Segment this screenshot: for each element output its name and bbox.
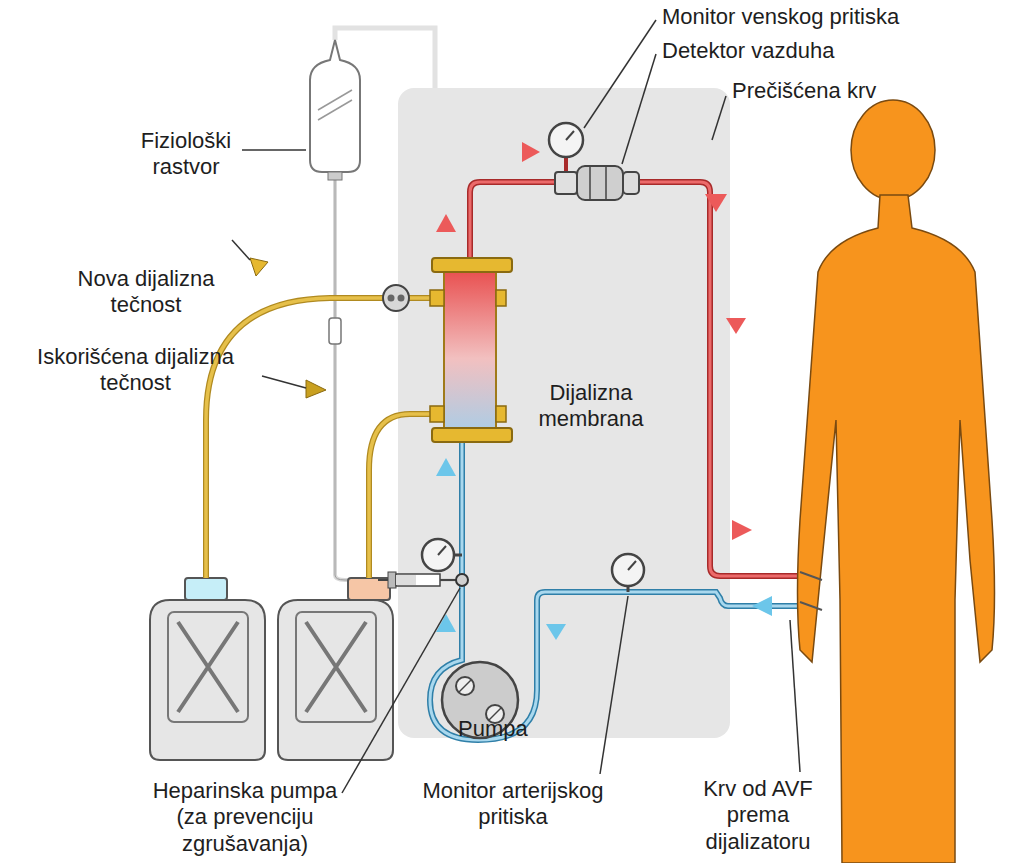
- arterial-pressure-gauge: [612, 554, 644, 592]
- flow-arrow: [732, 520, 752, 540]
- flow-arrow: [705, 194, 727, 212]
- part-label: Monitor arterijskog pritiska: [410, 778, 616, 831]
- patient-figure: [798, 100, 995, 863]
- pressure-gauge: [422, 539, 462, 571]
- flow-arrow: [546, 624, 566, 640]
- flow-arrow: [306, 380, 326, 398]
- flow-arrow: [436, 214, 456, 232]
- flow-arrow: [752, 596, 772, 616]
- drip-chamber: [329, 318, 341, 344]
- flow-arrow: [250, 258, 268, 276]
- leader-lines: [232, 20, 800, 793]
- part-label: Prečišćena krv: [732, 78, 876, 104]
- part-label: Krv od AVF prema dijalizatoru: [687, 776, 829, 855]
- flow-arrow: [436, 458, 456, 476]
- flow-arrow: [522, 142, 540, 162]
- part-label: Detektor vazduha: [662, 38, 834, 64]
- dialysate-valve: [383, 285, 409, 311]
- part-label: Iskorišćena dijalizna tečnost: [33, 344, 238, 397]
- flow-arrow: [726, 318, 746, 334]
- machine-panel: [398, 88, 730, 738]
- heparin-syringe: [378, 572, 468, 588]
- part-label: Pumpa: [458, 716, 528, 742]
- dialysate-jug-used: [278, 578, 393, 760]
- dialysate-jug-new: [150, 578, 265, 760]
- part-label: Heparinska pumpa (za prevenciju zgrušava…: [145, 778, 345, 857]
- part-label: Dijalizna membrana: [525, 380, 657, 433]
- saline-tube-edge: [335, 170, 458, 580]
- new-dialysate-tube: [206, 298, 430, 578]
- arterial-blood-line: [430, 440, 808, 740]
- air-detector: [555, 166, 639, 200]
- saline-tube: [335, 170, 458, 580]
- saline-bag: [310, 40, 360, 172]
- part-label: Nova dijalizna tečnost: [55, 266, 237, 319]
- venous-blood-line: [470, 182, 808, 576]
- dialyzer: [430, 258, 512, 442]
- part-label: Fiziološki rastvor: [126, 128, 246, 181]
- part-label: Monitor venskog pritiska: [662, 4, 899, 30]
